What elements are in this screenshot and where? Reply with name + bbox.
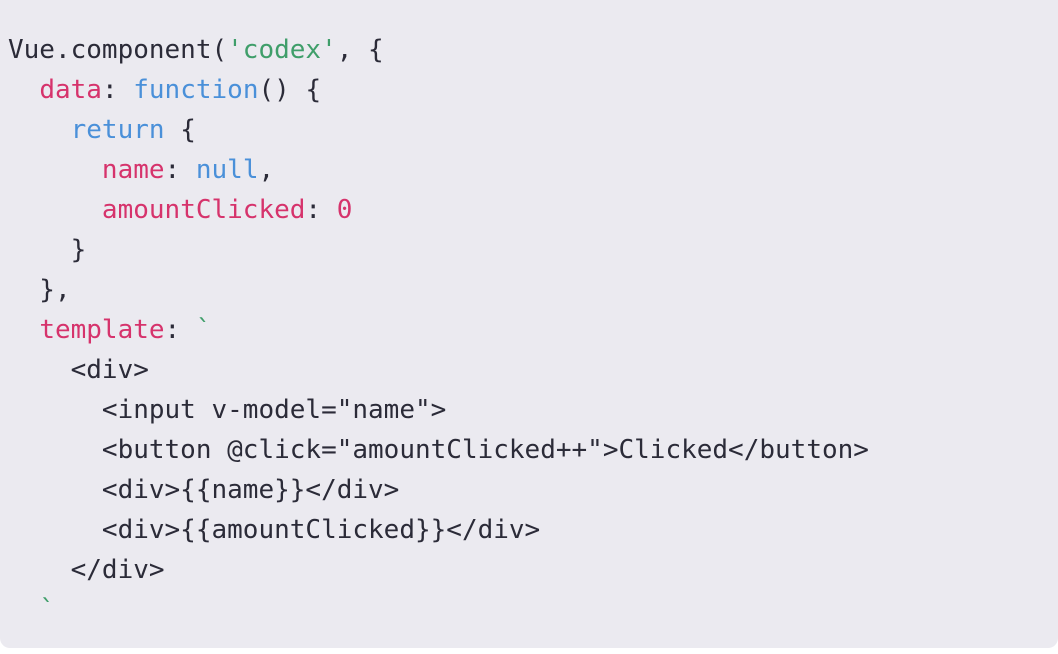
code-token-number: 0 [336,195,353,225]
code-line: <div>{{amountClicked}}</div> [8,510,869,550]
code-token-plain [8,75,39,105]
code-token-prop: template [39,315,165,345]
code-line: } [8,230,869,270]
code-token-punct: , { [336,35,384,65]
code-line: data: function() { [8,70,869,110]
code-token-string: ` [39,595,55,625]
code-token-plain: <button @click="amountClicked++">Clicked… [8,435,869,465]
code-token-punct: { [164,115,196,145]
code-token-plain [8,155,102,185]
code-token-plain: </div> [8,555,165,585]
code-line: ` [8,590,869,630]
code-token-plain [8,115,71,145]
code-line: name: null, [8,150,869,190]
code-line [8,630,869,648]
code-token-plain: <div>{{amountClicked}}</div> [8,515,541,545]
code-token-punct: () { [258,75,322,105]
code-token-keyword: null [195,155,259,185]
code-line: </div> [8,550,869,590]
code-token-punct: : [164,155,196,185]
code-token-punct: : [101,75,134,105]
code-token-keyword: function [133,75,259,105]
code-token-plain: Vue.component( [8,35,228,65]
code-token-punct: } [8,235,87,265]
code-token-punct: , [258,155,275,185]
code-token-prop: amountClicked [101,195,306,225]
code-line: <div>{{name}}</div> [8,470,869,510]
code-line: }, [8,270,869,310]
code-line: Vue.component('codex', { [8,30,869,70]
code-token-plain: <div>{{name}}</div> [8,475,400,505]
code-line: template: ` [8,310,869,350]
code-token-plain [8,595,39,625]
code-line: <input v-model="name"> [8,390,869,430]
code-token-plain: <input v-model="name"> [8,395,447,425]
code-token-punct: }, [8,275,71,305]
code-token-string: ` [195,315,212,345]
code-token-keyword: return [70,115,165,145]
code-token-prop: name [101,155,165,185]
code-line: <button @click="amountClicked++">Clicked… [8,430,869,470]
code-line: <div> [8,350,869,390]
code-token-prop: data [39,75,102,105]
code-line: return { [8,110,869,150]
code-token-string: 'codex' [227,35,337,65]
code-token-plain [8,195,102,225]
code-token-punct: : [305,195,337,225]
code-token-plain: <div> [8,355,149,385]
code-line: amountClicked: 0 [8,190,869,230]
code-token-punct: : [164,315,196,345]
code-lines[interactable]: Vue.component('codex', { data: function(… [8,30,869,648]
code-token-plain [8,315,39,345]
